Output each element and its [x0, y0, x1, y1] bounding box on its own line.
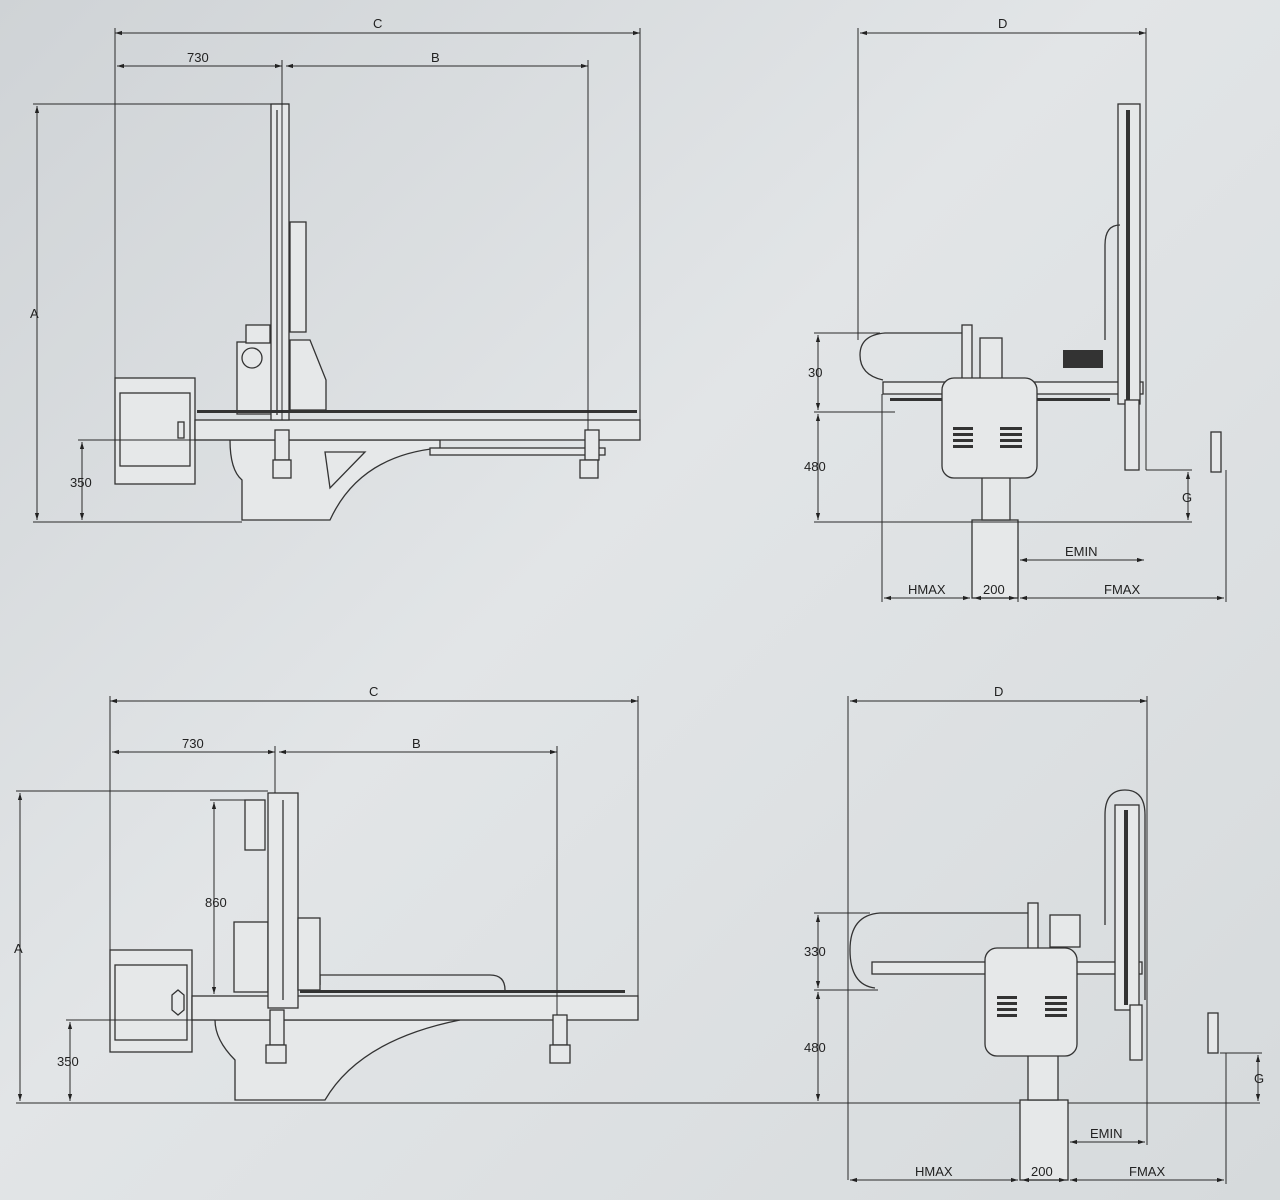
- dim-350: 350: [70, 475, 92, 490]
- dim-480: 480: [804, 1040, 826, 1055]
- dim-30: 30: [808, 365, 822, 380]
- dim-730: 730: [182, 736, 204, 751]
- control-cabinet: [114, 377, 196, 485]
- bottom-right-front-view: D 330 480 G EMIN HMAX 200 FMAX: [804, 684, 1264, 1184]
- dim-350: 350: [57, 1054, 79, 1069]
- dim-c: C: [369, 684, 378, 699]
- dim-200: 200: [1031, 1164, 1053, 1179]
- dim-860: 860: [205, 895, 227, 910]
- motor-housing: [941, 377, 1038, 479]
- dim-emin: EMIN: [1090, 1126, 1123, 1141]
- bottom-left-side-view: C 730 B A 860 350: [14, 684, 1260, 1104]
- control-cabinet: [109, 949, 193, 1053]
- dim-d: D: [994, 684, 1003, 699]
- dim-g: G: [1182, 490, 1192, 505]
- traverse-beam: [191, 995, 639, 1021]
- vertical-arm: [270, 103, 290, 421]
- dim-a: A: [30, 306, 39, 321]
- top-right-front-view: D 30 480 G EMIN HMAX 200 FMAX: [804, 16, 1227, 602]
- motor-housing: [984, 947, 1078, 1057]
- dim-480: 480: [804, 459, 826, 474]
- base-frame: [214, 1019, 461, 1101]
- dim-200: 200: [983, 582, 1005, 597]
- dim-g: G: [1254, 1071, 1264, 1086]
- dim-730: 730: [187, 50, 209, 65]
- traverse-beam: [194, 419, 641, 441]
- dim-c: C: [373, 16, 382, 31]
- dim-b: B: [412, 736, 421, 751]
- dim-fmax: FMAX: [1104, 582, 1140, 597]
- dim-emin: EMIN: [1065, 544, 1098, 559]
- dim-hmax: HMAX: [915, 1164, 953, 1179]
- dim-a: A: [14, 941, 23, 956]
- dim-hmax: HMAX: [908, 582, 946, 597]
- dim-fmax: FMAX: [1129, 1164, 1165, 1179]
- dim-d: D: [998, 16, 1007, 31]
- top-left-side-view: C 730 B A 350: [30, 16, 641, 523]
- dim-b: B: [431, 50, 440, 65]
- dim-330: 330: [804, 944, 826, 959]
